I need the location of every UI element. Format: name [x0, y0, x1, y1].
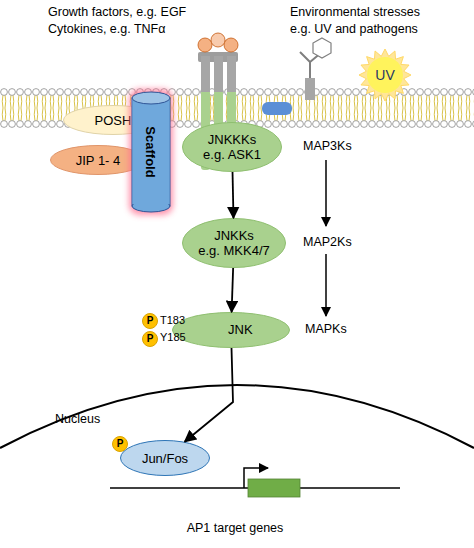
- text-holder: UV: [363, 53, 407, 97]
- kinase-ellipse: T183Y185JNK: [172, 312, 290, 348]
- annotation-label: Environmental stresses: [290, 5, 420, 20]
- uv-sun: UV: [363, 53, 407, 97]
- node-text: T183: [160, 314, 185, 327]
- node-text: P: [147, 333, 154, 345]
- annotation-label: Growth factors, e.g. EGF: [48, 5, 186, 20]
- membrane-protein: [262, 102, 292, 115]
- node-text: e.g. MKK4/7: [198, 243, 270, 258]
- scaffold-cylinder: Scaffold: [132, 92, 170, 212]
- text-holder: P: [112, 436, 128, 452]
- annotation-label: AP1 target genes: [187, 521, 284, 536]
- annotation-label: Nucleus: [55, 412, 100, 427]
- node-text: JIP 1- 4: [76, 153, 121, 168]
- annotation-label: MAP2Ks: [303, 235, 352, 250]
- text-holder: P: [142, 313, 158, 329]
- annotation-label: e.g. UV and pathogens: [290, 22, 418, 37]
- node-text: Jun/Fos: [142, 451, 188, 466]
- nuclear-envelope: [0, 385, 474, 448]
- node-text: UV: [375, 67, 394, 83]
- transcription-start-arrow: [244, 468, 268, 488]
- text-holder: Jun/Fos: [120, 440, 210, 476]
- node-text: Scaffold: [144, 126, 159, 177]
- node-text: JNKKs: [214, 228, 254, 243]
- tier-arrow: [325, 254, 327, 316]
- text-holder: T183Y185JNK: [172, 312, 290, 348]
- node-text: JNKKKs: [208, 132, 256, 147]
- text-holder: JNKKse.g. MKK4/7: [182, 218, 286, 268]
- kinase-ellipse: JNKKse.g. MKK4/7: [182, 218, 286, 268]
- annotation-label: MAP3Ks: [303, 139, 352, 154]
- transcription-factor-ellipse: Jun/Fos: [120, 440, 210, 476]
- pathogen-receptor: [300, 38, 331, 100]
- text-holder: P: [142, 331, 158, 347]
- node-text: Y185: [160, 331, 186, 344]
- activation-arrow: [232, 172, 235, 218]
- node-text: POSH: [95, 113, 132, 128]
- phospho-circle: P: [142, 331, 158, 347]
- tier-arrow: [325, 160, 327, 226]
- node-text: P: [147, 315, 154, 327]
- annotation-label: Cytokines, e.g. TNFα: [48, 22, 165, 37]
- annotation-label: MAPKs: [305, 322, 347, 337]
- phospho-circle: P: [142, 313, 158, 329]
- phospho-circle: P: [112, 436, 128, 452]
- kinase-ellipse: JNKKKse.g. ASK1: [182, 122, 282, 172]
- activation-arrow: [185, 348, 233, 442]
- gene-box: [248, 479, 300, 497]
- activation-arrow: [232, 268, 234, 312]
- node-text: e.g. ASK1: [203, 147, 261, 162]
- text-holder: JNKKKse.g. ASK1: [182, 122, 282, 172]
- node-text: P: [117, 438, 124, 450]
- node-text: JNK: [228, 322, 253, 337]
